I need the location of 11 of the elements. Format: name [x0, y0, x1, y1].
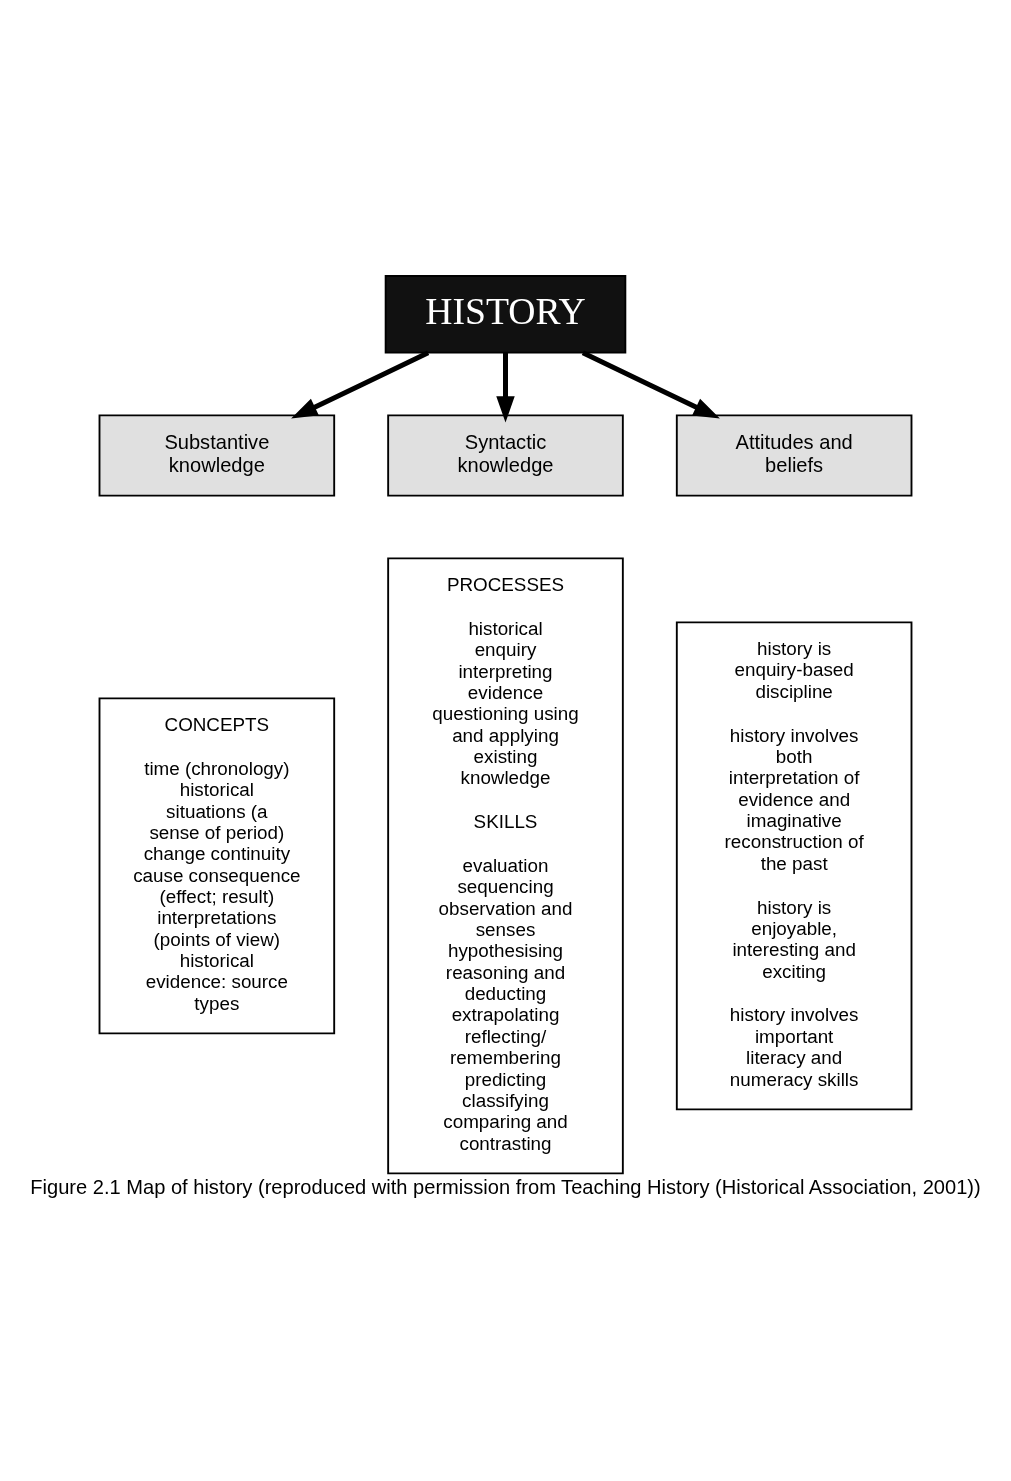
node-box: HISTORY	[384, 274, 627, 353]
arrow	[291, 349, 430, 419]
node-box: PROCESSES historical enquiry interpreting evidence questioning using and applying existing knowledge SKILLS evaluation sequencing observation and senses hypothesising reasoning and deducting extrapolating reflecting/ remembering predicting classifying comparing and contrasting	[387, 556, 624, 1174]
caption: Figure 2.1 Map of history (reproduced with permission from Teaching History (Historical Association, 2001))	[30, 1175, 981, 1198]
node-box: Substantive knowledge	[98, 413, 336, 497]
node-box: CONCEPTS time (chronology) historical situations (a sense of period) change continuity cause consequence (effect; result) interpretations (points of view) historical evidence: source types	[98, 696, 336, 1034]
node-box: Attitudes and beliefs	[675, 413, 913, 497]
arrow	[496, 352, 515, 423]
arrow	[581, 349, 720, 419]
node-box: Syntactic knowledge	[387, 413, 624, 497]
node-box: history is enquiry-based discipline history involves both interpretation of evidence and imaginative reconstruction of the past history is enjoyable, interesting and exciting history involves important literacy and numeracy skills	[675, 620, 913, 1110]
